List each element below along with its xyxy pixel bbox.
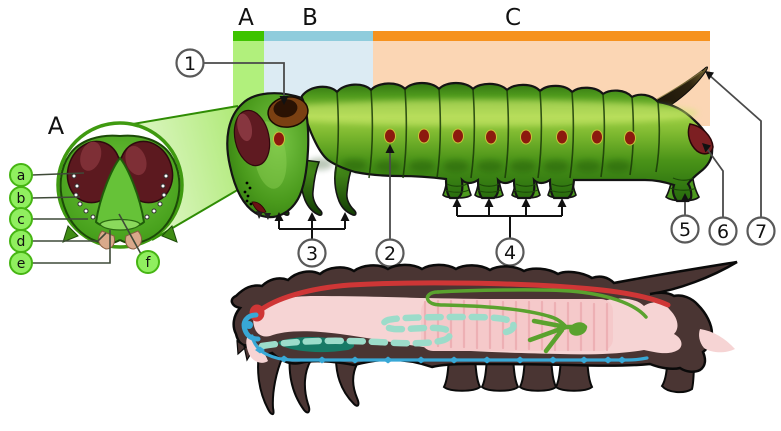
- callout-circle-6: [708, 216, 738, 246]
- callout-circle-7: [746, 216, 776, 246]
- section-label-a: A: [238, 5, 254, 31]
- inset-callout-d: d: [17, 234, 26, 250]
- inset-title: A: [48, 112, 65, 140]
- caterpillar-internal: [230, 260, 738, 416]
- callout-4: 4: [504, 242, 516, 264]
- mandible-tip: [256, 211, 263, 219]
- callout-circle-3: [297, 238, 327, 268]
- proleg-rings: [444, 177, 697, 193]
- callout-1: 1: [184, 53, 196, 75]
- brain: [245, 321, 253, 329]
- head-setae-dots: [243, 181, 253, 206]
- inset-callout-e: e: [17, 256, 26, 272]
- callout-6: 6: [717, 221, 729, 243]
- callout-7: 7: [755, 221, 767, 243]
- segment-shadows: [307, 158, 631, 172]
- dorsal-vessel: [255, 280, 671, 315]
- callout-circle-1: [175, 48, 205, 78]
- segment-lines: [334, 88, 661, 179]
- mandible-tip-2: [264, 213, 271, 220]
- inset-callout-b: b: [17, 191, 26, 207]
- section-c-bar: [373, 31, 710, 41]
- callout-5: 5: [679, 219, 691, 241]
- section-label-c: C: [505, 5, 521, 31]
- antenna-left: [62, 225, 79, 243]
- spiracles: [273, 128, 636, 147]
- section-label-b: B: [302, 5, 318, 31]
- internal-legs: [257, 346, 696, 416]
- section-b-bar: [264, 31, 373, 41]
- callouts: 1 2 3 4 5 6 7: [175, 48, 776, 268]
- inset-callout-circle-e: [9, 251, 33, 275]
- nervous-system: [241, 312, 649, 364]
- eye-patch: [233, 109, 271, 167]
- malpighian-tubules: [425, 288, 648, 354]
- caterpillar-external: [226, 66, 714, 220]
- inset-callout-circle-f: [136, 250, 160, 274]
- ocelli: [71, 173, 169, 220]
- inset-callout-a: a: [17, 168, 26, 184]
- callout-2: 2: [384, 243, 396, 265]
- inset-callout-c: c: [17, 212, 25, 228]
- inset-callout-f: f: [146, 255, 152, 271]
- head-inset: A: [9, 105, 259, 275]
- clypeus: [99, 218, 141, 231]
- inset-head-art: [59, 134, 181, 250]
- prothoracic-shield: [267, 96, 309, 128]
- callout-circle-2: [375, 238, 405, 268]
- tubule-hub: [569, 322, 587, 336]
- callout-3: 3: [306, 243, 318, 265]
- gut-tail: [699, 329, 735, 353]
- callout-circle-5: [670, 214, 700, 244]
- silk-gland-tube: [258, 313, 517, 350]
- section-a-bar: [233, 31, 264, 41]
- antenna-right: [161, 225, 178, 243]
- inset-callout-lines: [31, 172, 142, 264]
- inset-callout-badges: a b c d e f: [9, 163, 160, 275]
- ganglia: [255, 346, 627, 364]
- mouthparts: [251, 201, 267, 213]
